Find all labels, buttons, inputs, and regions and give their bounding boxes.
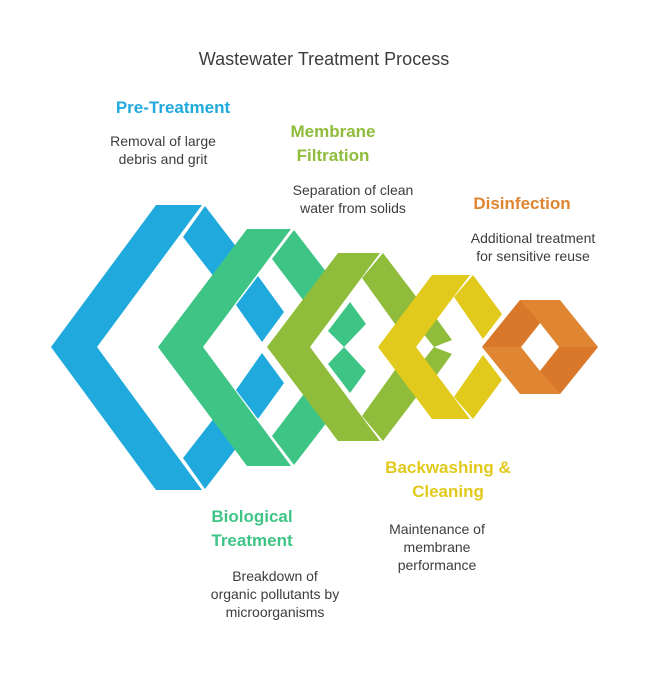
chevron-lower-arm [378, 347, 470, 419]
chevron-backwashing-cleaning [378, 275, 502, 419]
step-title-backwashing-cleaning: Backwashing & Cleaning [385, 458, 511, 501]
inner-diamond [236, 353, 284, 419]
diamond-disinfection [482, 300, 598, 394]
inner-diamond [236, 276, 284, 342]
step-desc-membrane-filtration: Separation of clean water from solids [292, 182, 414, 216]
chevron-upper-arm [158, 229, 291, 347]
chevron-lower-arm [158, 347, 291, 466]
step-desc-backwashing-cleaning: Maintenance of membrane performance [389, 521, 485, 573]
step-title-pre-treatment: Pre-Treatment [115, 98, 231, 117]
chevron-upper-arm [378, 275, 470, 347]
chevron-pre-treatment [51, 205, 284, 490]
inner-diamond [328, 302, 366, 347]
step-title-membrane-filtration: Membrane Filtration [290, 122, 376, 165]
chevron-lower-arm [267, 347, 380, 441]
chevron-upper-arm [267, 253, 380, 347]
step-desc-biological-treatment: Breakdown of organic pollutants by micro… [210, 568, 340, 620]
diamond-facet [482, 300, 540, 347]
diamond-facet [540, 347, 598, 394]
step-title-disinfection: Disinfection [473, 194, 571, 213]
inner-diamond [328, 347, 366, 393]
diagram-title: Wastewater Treatment Process [198, 49, 450, 69]
step-desc-disinfection: Additional treatment for sensitive reuse [470, 230, 596, 264]
chevron-lower-tip [454, 355, 502, 419]
step-desc-pre-treatment: Removal of large debris and grit [110, 133, 216, 167]
step-title-biological-treatment: Biological Treatment [211, 507, 293, 550]
chevron-lower-arm [51, 347, 202, 490]
chevron-upper-tip [454, 275, 502, 339]
chevron-upper-arm [51, 205, 202, 347]
